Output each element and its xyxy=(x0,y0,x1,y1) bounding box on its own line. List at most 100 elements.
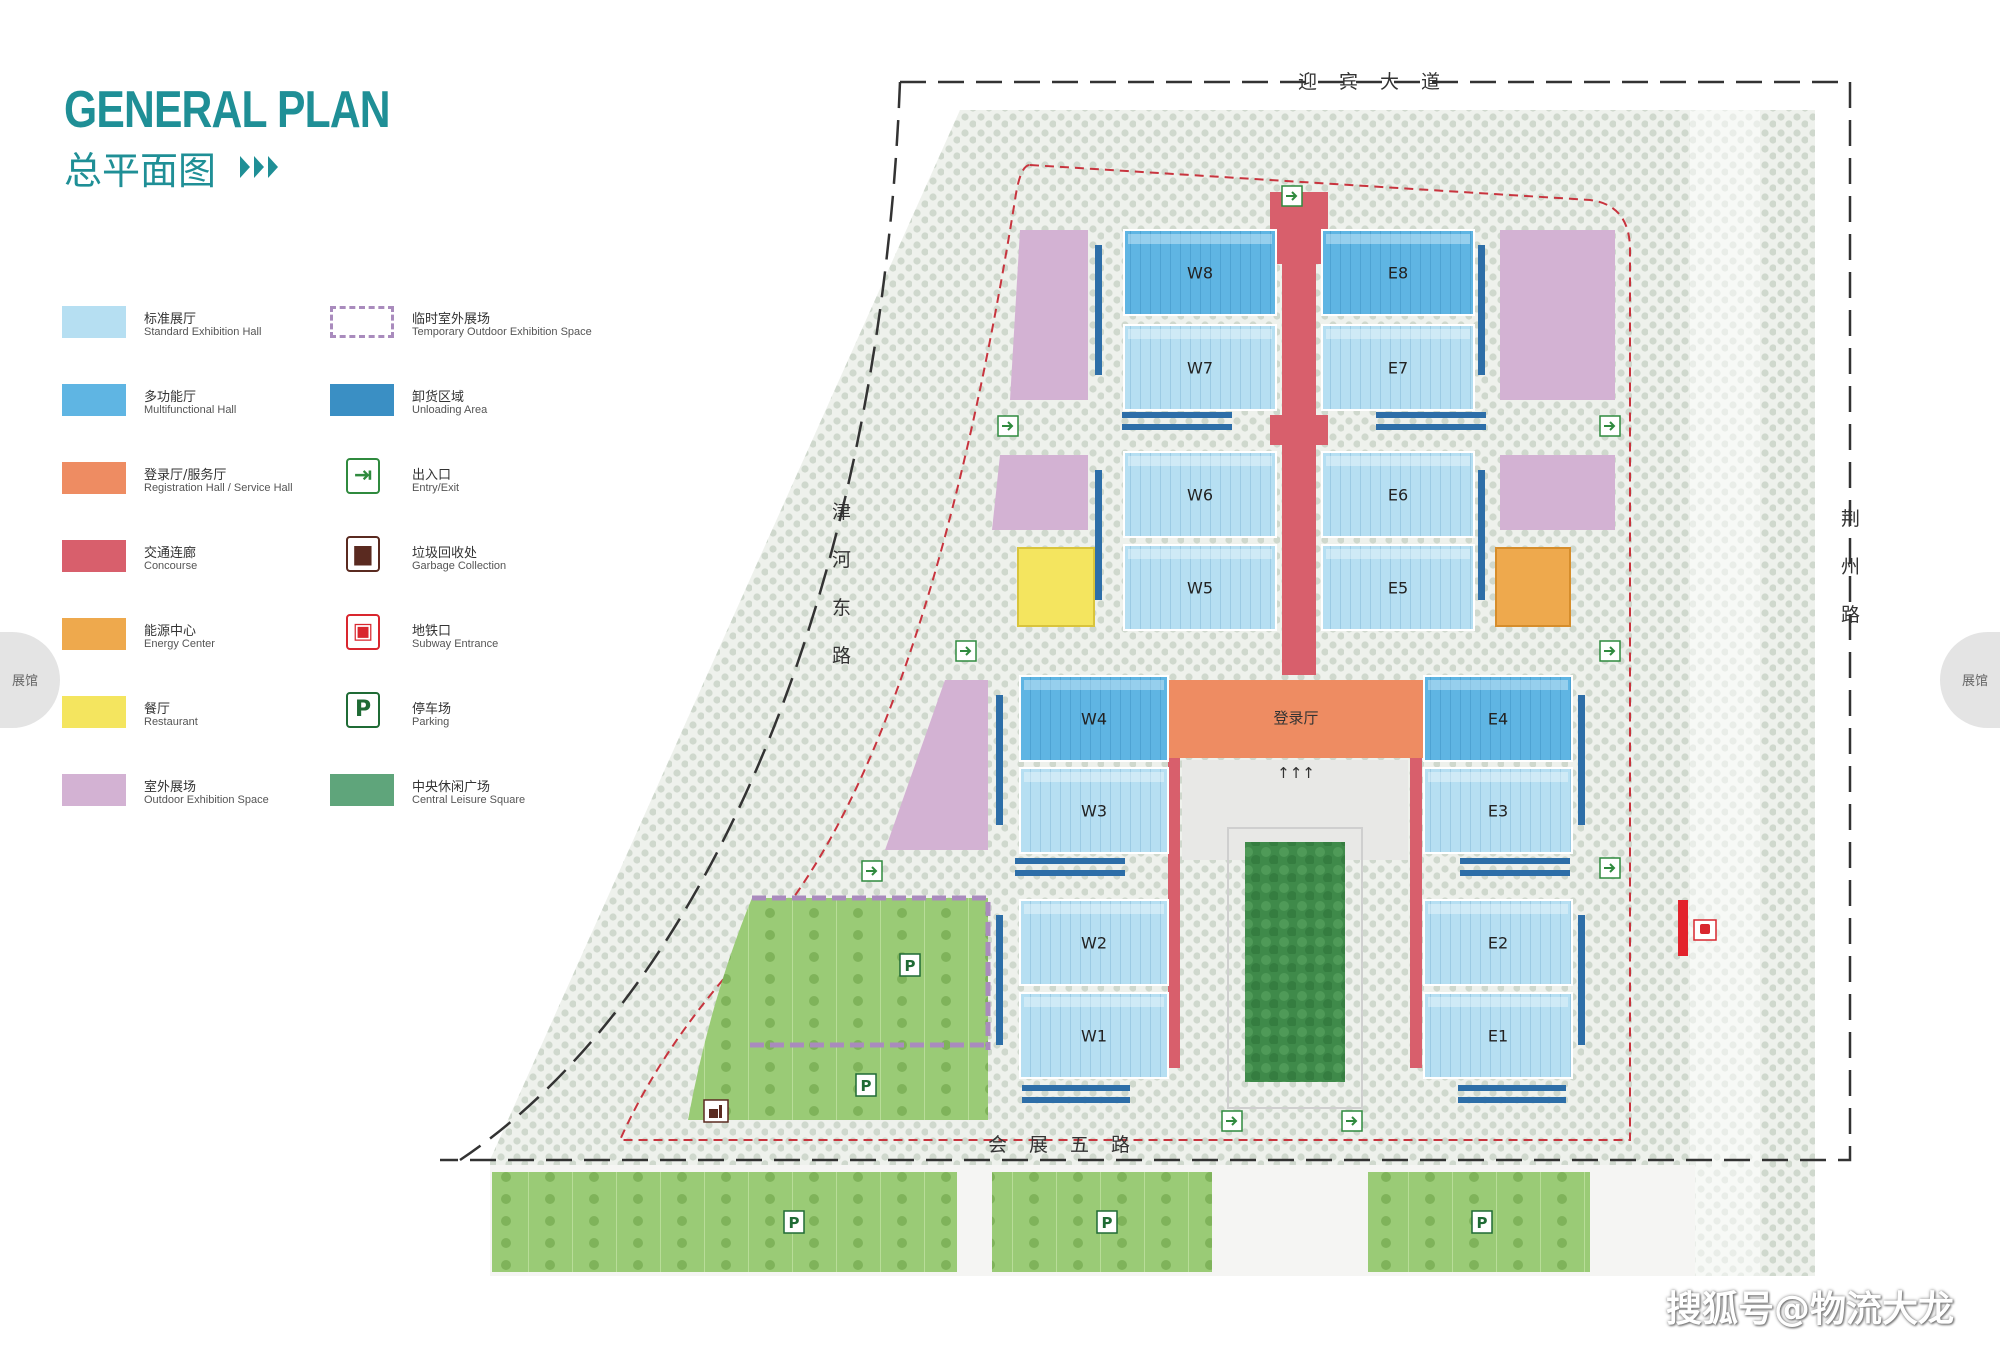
legend-label-cn: 临时室外展场 xyxy=(412,312,491,327)
exhibition-hall-w7[interactable]: W7 xyxy=(1123,324,1277,411)
registration-hall xyxy=(1164,680,1434,758)
legend-label-cn: 地铁口 xyxy=(412,624,452,639)
hall-label: E2 xyxy=(1488,934,1508,953)
registration-hall-label: 登录厅 xyxy=(1273,709,1318,727)
square-border xyxy=(1227,827,1363,1109)
exhibition-hall-e7[interactable]: E7 xyxy=(1321,324,1475,411)
svg-text:P: P xyxy=(905,957,916,975)
exhibition-hall-e6[interactable]: E6 xyxy=(1321,451,1475,538)
garbage-icon: ▆ xyxy=(346,536,380,572)
legend-label-cn: 多功能厅 xyxy=(144,390,197,405)
hall-label: E4 xyxy=(1488,710,1508,729)
legend-label-cn: 垃圾回收处 xyxy=(412,546,478,561)
subway-icon: ▣ xyxy=(346,614,380,650)
entry-exit-icon xyxy=(1341,1110,1363,1132)
east-concourse xyxy=(1410,758,1422,1068)
hall-label: E8 xyxy=(1388,264,1408,283)
hall-label: W5 xyxy=(1187,579,1213,598)
legend-label-en: Multifunctional Hall xyxy=(144,404,237,416)
entry-exit-icon xyxy=(955,640,977,662)
title-chinese: 总平面图 xyxy=(64,149,217,193)
legend-label-en: Garbage Collection xyxy=(412,560,507,572)
hall-label: W8 xyxy=(1187,264,1213,283)
exhibition-hall-w4[interactable]: W4 xyxy=(1019,675,1169,762)
east-green-strip xyxy=(1760,110,1815,1276)
legend-label-cn: 餐厅 xyxy=(144,702,171,717)
legend-label-en: Unloading Area xyxy=(412,404,488,416)
garbage-collection-icon xyxy=(703,1099,729,1123)
legend-label-cn: 能源中心 xyxy=(144,624,197,639)
parking-lot-south-west xyxy=(492,1172,957,1272)
parking-icon: P xyxy=(1096,1210,1118,1234)
hall-label: E6 xyxy=(1388,486,1408,505)
legend-label-en: Entry/Exit xyxy=(412,482,460,494)
hall-label: E1 xyxy=(1488,1027,1508,1046)
legend-swatch xyxy=(62,774,126,806)
legend-label-en: Restaurant xyxy=(144,716,198,728)
exhibition-hall-e4[interactable]: E4 xyxy=(1423,675,1573,762)
subway-platform xyxy=(1678,900,1688,956)
entry-exit-icon xyxy=(1599,640,1621,662)
hall-label: W4 xyxy=(1081,710,1107,729)
exhibition-hall-e8[interactable]: E8 xyxy=(1321,229,1475,316)
entry-exit-icon xyxy=(1599,857,1621,879)
exhibition-hall-e3[interactable]: E3 xyxy=(1423,767,1573,854)
entry-exit-icon xyxy=(1281,185,1303,207)
legend-label-cn: 室外展场 xyxy=(144,780,197,795)
exhibition-hall-e1[interactable]: E1 xyxy=(1423,992,1573,1079)
exhibition-hall-w3[interactable]: W3 xyxy=(1019,767,1169,854)
restaurant-west xyxy=(1017,547,1095,627)
legend-swatch xyxy=(330,774,394,806)
unloading-areas xyxy=(996,245,1585,1103)
svg-text:P: P xyxy=(861,1077,872,1095)
exhibition-hall-w5[interactable]: W5 xyxy=(1123,544,1277,631)
entry-exit-icon xyxy=(1221,1110,1243,1132)
legend-label-en: Energy Center xyxy=(144,638,215,650)
exhibition-hall-w6[interactable]: W6 xyxy=(1123,451,1277,538)
legend-label-cn: 出入口 xyxy=(412,468,452,483)
road-label-north: 迎宾大道 xyxy=(1298,71,1462,93)
road-label-east: 荆州路 xyxy=(1841,508,1860,626)
side-tab-right-label: 展馆 xyxy=(1961,674,1988,689)
subway-entrance-icon xyxy=(1693,919,1717,941)
road-label-west: 津河东路 xyxy=(832,501,851,667)
hall-label: W1 xyxy=(1081,1027,1107,1046)
hall-label: E3 xyxy=(1488,802,1508,821)
side-tab-left-label: 展馆 xyxy=(12,674,39,689)
exhibition-hall-w1[interactable]: W1 xyxy=(1019,992,1169,1079)
legend-swatch xyxy=(62,384,126,416)
parking-icon: P xyxy=(899,953,921,977)
legend-label-en: Standard Exhibition Hall xyxy=(144,326,262,338)
hall-label: W2 xyxy=(1081,934,1107,953)
legend-swatch-dashed xyxy=(330,306,394,338)
exhibition-hall-e2[interactable]: E2 xyxy=(1423,899,1573,986)
parking-icon: P xyxy=(855,1073,877,1097)
concourse-mid-node xyxy=(1270,415,1328,445)
exhibition-hall-e5[interactable]: E5 xyxy=(1321,544,1475,631)
legend-label-en: Temporary Outdoor Exhibition Space xyxy=(412,326,592,338)
entry-exit-icon: ⇥ xyxy=(346,458,380,494)
legend-swatch xyxy=(62,696,126,728)
hall-label: W3 xyxy=(1081,802,1107,821)
parking-icon: P xyxy=(783,1210,805,1234)
watermark: 搜狐号@物流大龙 xyxy=(1665,1289,1954,1330)
triple-arrow-icon xyxy=(240,156,278,178)
legend-label-cn: 卸货区域 xyxy=(412,390,465,405)
legend-label-cn: 标准展厅 xyxy=(144,312,197,327)
parking-icon: P xyxy=(346,692,380,728)
exhibition-hall-w2[interactable]: W2 xyxy=(1019,899,1169,986)
legend-swatch xyxy=(62,306,126,338)
exhibition-hall-w8[interactable]: W8 xyxy=(1123,229,1277,316)
svg-text:P: P xyxy=(789,1214,800,1232)
legend-label-cn: 交通连廊 xyxy=(144,546,197,561)
parking-icon: P xyxy=(1471,1210,1493,1234)
